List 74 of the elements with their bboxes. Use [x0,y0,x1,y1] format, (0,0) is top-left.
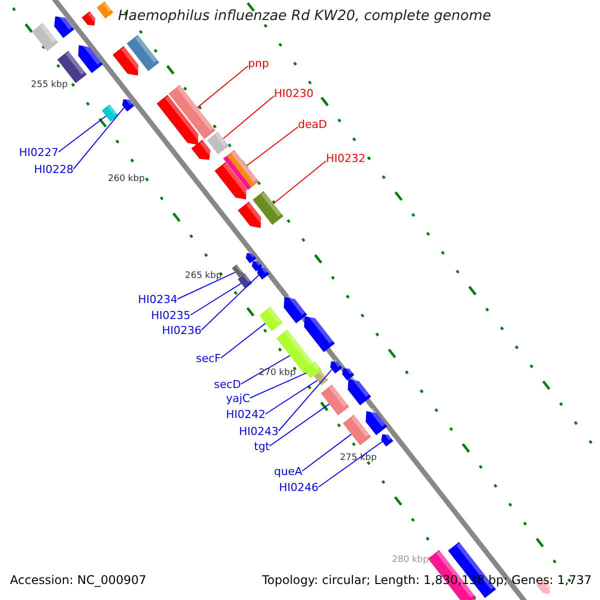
gene-block [366,408,388,436]
gene-block [32,22,58,52]
leader-line [240,355,290,384]
gene-block [381,432,394,446]
gene-block [252,191,284,225]
gene-label: secD [214,379,242,392]
scale-label: 275 kbp [340,454,377,464]
gene-block [232,264,244,278]
scale-label: 270 kbp [259,369,296,379]
gene-label: HI0228 [34,164,74,176]
gene-block [314,370,328,386]
gene-block [206,132,230,154]
gene-label: deaD [298,119,327,132]
accession-text: Accession: NC_000907 [10,574,146,588]
leader-line [190,282,242,316]
gene-block [246,251,256,264]
gene-label: HI0227 [19,147,59,160]
gene-label: HI0236 [162,325,202,338]
leader-line [246,126,298,166]
gene-block [122,97,134,112]
leader-line [177,272,236,300]
gene-label: HI0230 [274,88,314,100]
gene-block [96,1,114,19]
leader-line [73,107,125,170]
leader-line [58,116,107,152]
gene-block [168,84,216,140]
leader-line [318,441,383,488]
gene-block [252,259,262,272]
gene-label: tgt [254,441,270,454]
gene-block [348,375,372,406]
gene-block [304,362,322,378]
gene-label: HI0246 [279,482,319,494]
gene-block [102,104,118,122]
gene-block [78,42,103,74]
gene-label: HI0232 [326,153,366,166]
leader-line [220,322,266,358]
gene-block [126,34,160,72]
gene-label: secF [196,353,221,366]
leader-line [196,66,248,108]
gene-block [156,94,202,145]
gene-block [330,359,342,374]
leader-line [250,372,307,398]
gene-block [284,293,308,324]
gene-block [342,414,372,446]
gene-block [320,384,350,416]
leader-line [201,274,260,330]
leader-line [302,434,352,472]
map-title: Haemophilus influenzae Rd KW20, complete genome [118,9,492,24]
leader-line [278,368,332,432]
gene-label: HI0234 [138,294,178,306]
gene-label: HI0243 [239,426,279,438]
gene-block [214,162,250,200]
scale-label: 280 kbp [392,556,429,566]
leader-line [222,96,274,139]
gene-block [238,202,264,228]
leader-line [269,404,330,446]
gene-block [257,265,270,280]
gene-block [191,140,213,160]
scale-label: 260 kbp [108,175,145,185]
gene-label: HI0242 [226,409,266,422]
genome-stats-text: Topology: circular; Length: 1,830,138 bp; Genes: 1,737 [262,574,592,588]
leader-line [272,160,326,204]
gene-label: queA [274,466,302,478]
gene-block [342,366,354,380]
gene-block [82,11,96,26]
gene-label: HI0235 [151,310,191,322]
scale-label: 255 kbp [31,81,68,91]
gene-block [238,274,252,288]
gene-block [223,150,259,190]
gene-label: yajC [226,393,250,406]
leader-line [265,380,318,414]
gene-label: pnp [248,58,269,70]
scale-label: 265 kbp [185,272,222,282]
gene-block [259,306,283,332]
